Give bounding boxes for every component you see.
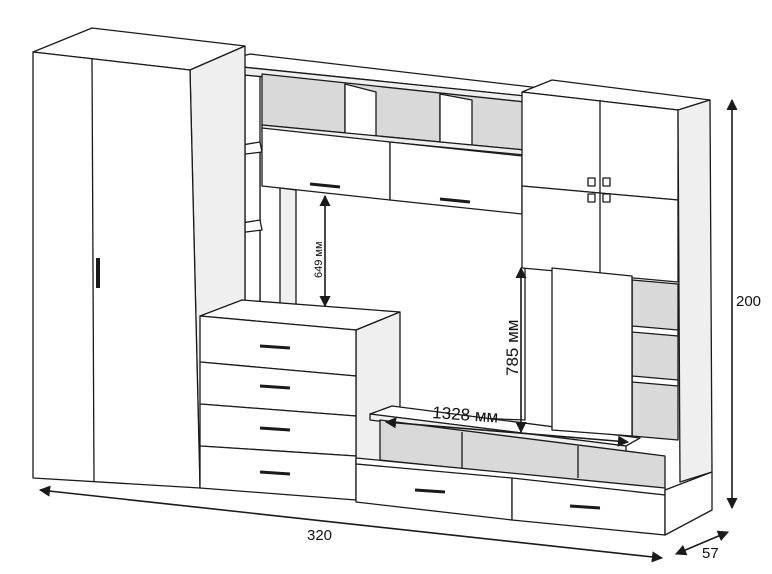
tv-niche-width-line [384,417,630,447]
right-upper-cabinet [521,79,711,283]
upper-niche-label: 649 мм [313,241,325,278]
upper-drawer-right [389,141,523,215]
right-side-column [551,99,713,536]
height-label: 200 [736,293,761,310]
depth-dimension-line [674,530,730,556]
width-dimension-line [38,485,664,563]
tv-niche-height-label: 785 мм [503,320,522,376]
depth-label: 57 [702,545,719,562]
wardrobe-handle-icon [96,258,100,288]
inner-support [279,187,297,306]
width-label: 320 [307,527,332,544]
tv-niche-width-label: 1328 мм [432,403,499,427]
